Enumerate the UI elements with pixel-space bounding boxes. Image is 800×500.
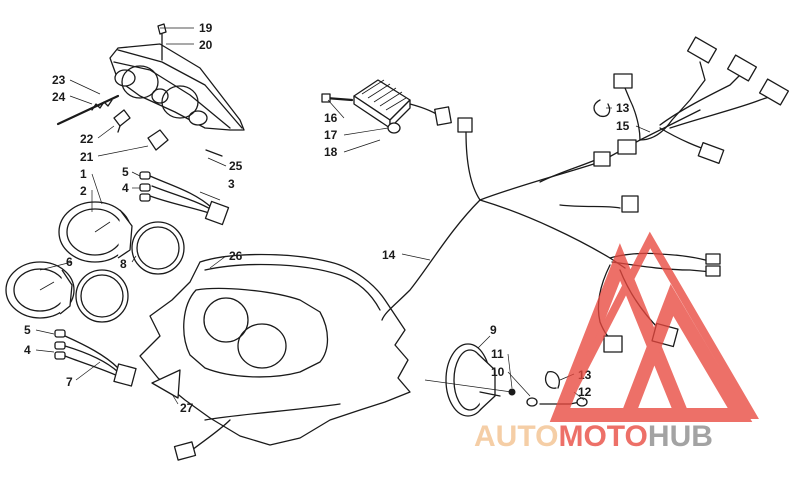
callout-19: 19 <box>199 21 213 35</box>
callout-26: 26 <box>229 249 243 263</box>
callout-18: 18 <box>324 145 338 159</box>
callout-4-bottom: 4 <box>24 343 31 357</box>
callout-numbers: 19 20 23 24 22 21 25 1 2 5 4 3 8 6 26 5 … <box>24 21 630 415</box>
harness-grommet-top <box>593 99 611 118</box>
headlight-assembly <box>109 23 245 131</box>
speedometer-gasket <box>131 221 185 275</box>
retainer-clip <box>205 149 223 157</box>
tachometer-harness <box>54 329 137 387</box>
callout-5-top: 5 <box>122 165 129 179</box>
callout-21: 21 <box>80 150 94 164</box>
main-wiring-harness <box>381 36 790 353</box>
automotohub-watermark: AUTOMOTOHUB <box>474 231 759 453</box>
bulb-boot <box>147 129 169 151</box>
harness-grommet-bottom <box>544 371 560 389</box>
voltage-regulator <box>321 79 452 134</box>
speedometer-gauge <box>58 201 133 263</box>
callout-11: 11 <box>491 347 504 361</box>
headlight-bulb <box>113 109 131 133</box>
callout-7: 7 <box>66 375 73 389</box>
callout-3: 3 <box>228 177 235 191</box>
callout-27: 27 <box>180 401 194 415</box>
tachometer-gauge <box>5 261 75 319</box>
callout-12: 12 <box>578 385 592 399</box>
callout-5-bottom: 5 <box>24 323 31 337</box>
callout-8: 8 <box>120 257 127 271</box>
callout-13-top: 13 <box>616 101 630 115</box>
watermark-text-moto: MOTO <box>558 420 647 453</box>
callout-25: 25 <box>229 159 243 173</box>
callout-20: 20 <box>199 38 213 52</box>
leader-lines <box>35 27 651 405</box>
callout-15: 15 <box>616 119 630 133</box>
switch-housing <box>445 343 501 417</box>
callout-23: 23 <box>52 73 66 87</box>
console-connector <box>173 419 231 461</box>
instrument-console <box>139 253 411 446</box>
callout-6: 6 <box>66 255 73 269</box>
callout-9: 9 <box>490 323 497 337</box>
watermark-text-auto: AUTO <box>474 420 558 453</box>
speedometer-harness <box>139 171 230 226</box>
watermark-triangle-outer <box>553 231 759 419</box>
callout-10: 10 <box>491 365 505 379</box>
callout-14: 14 <box>382 248 396 262</box>
callout-1: 1 <box>80 167 87 181</box>
callout-16: 16 <box>324 111 338 125</box>
callout-24: 24 <box>52 90 66 104</box>
callout-2: 2 <box>80 184 87 198</box>
watermark-text: AUTOMOTOHUB <box>474 420 713 453</box>
callout-22: 22 <box>80 132 94 146</box>
warning-decal <box>151 369 181 399</box>
watermark-text-hub: HUB <box>648 420 713 453</box>
tachometer-gasket <box>75 269 129 323</box>
callout-17: 17 <box>324 128 338 142</box>
callout-4-top: 4 <box>122 181 129 195</box>
adjusting-screw <box>56 94 120 126</box>
